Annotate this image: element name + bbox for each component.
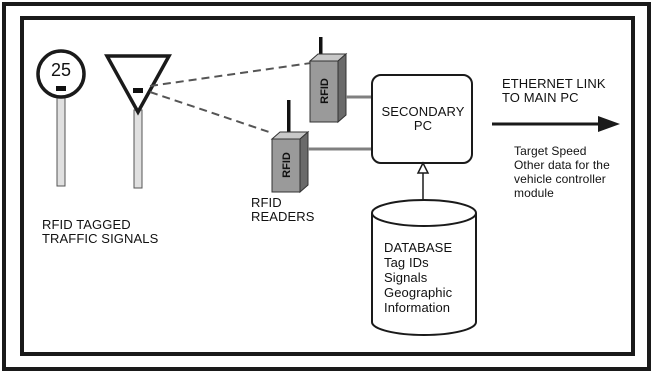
rf-link-lower — [149, 91, 273, 134]
secondary-pc-box — [371, 74, 473, 164]
speed-sign-rfid-tag — [56, 86, 66, 91]
database-cylinder — [371, 199, 477, 336]
outer-frame — [2, 2, 651, 371]
outputs-label: Target Speed Other data for the vehicle … — [514, 144, 610, 200]
database-body — [371, 213, 477, 336]
rfid-reader-upper: RFID — [308, 37, 348, 124]
yield-sign-rfid-tag — [133, 88, 143, 93]
ethernet-arrow-head — [598, 116, 620, 132]
database-label: DATABASE Tag IDs Signals Geographic Info… — [384, 240, 453, 315]
yield-sign-triangle — [104, 54, 172, 116]
speed-sign-pole — [56, 93, 66, 187]
reader-upper-label: RFID — [319, 78, 331, 104]
pc-db-arrow-up — [416, 161, 430, 174]
readers-label: RFID READERS — [251, 195, 315, 224]
inner-frame — [20, 16, 635, 356]
yield-sign — [104, 54, 172, 189]
yield-sign-pole — [133, 109, 143, 189]
reader-lower-side — [299, 130, 309, 194]
speed-sign-disc — [36, 49, 86, 99]
secondary-pc-label: SECONDARY PC — [381, 104, 465, 133]
speed-limit-sign: 25 — [36, 49, 86, 187]
signals-label: RFID TAGGED TRAFFIC SIGNALS — [42, 217, 159, 246]
rf-link-upper — [149, 61, 319, 87]
reader-upper-side — [337, 52, 347, 124]
ethernet-label: ETHERNET LINK TO MAIN PC — [502, 76, 606, 105]
reader-upper-front — [309, 60, 339, 123]
speed-sign-value: 25 — [51, 60, 71, 80]
reader-lower-label: RFID — [281, 152, 293, 178]
reader-lower-front — [271, 138, 301, 193]
database-top — [371, 199, 477, 227]
reader-upper-antenna — [319, 37, 323, 61]
reader-lower-antenna — [287, 100, 291, 132]
rfid-reader-lower: RFID — [270, 100, 310, 194]
